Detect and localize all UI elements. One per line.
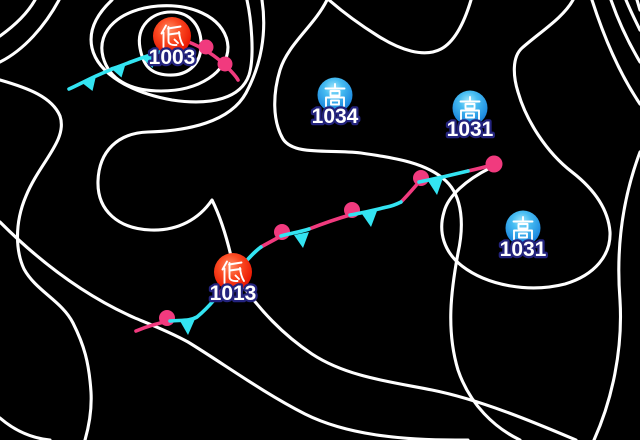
pressure-value: 1003 <box>149 46 196 69</box>
cold-front <box>67 48 168 91</box>
front-triangle-icon <box>81 76 96 91</box>
isobar <box>96 0 266 258</box>
front-semicircle-icon <box>198 39 214 55</box>
front-semicircle-icon <box>159 310 175 326</box>
front-semicircle-icon <box>485 155 503 173</box>
pressure-centers: 1003 1034 1031 1031 1013 <box>146 17 549 307</box>
isobar <box>624 0 640 32</box>
low-pressure-disc <box>214 253 252 291</box>
isobar <box>0 78 93 440</box>
stationary-front-cold-segments-line <box>417 169 470 184</box>
pressure-center-low: 1013 <box>207 253 259 307</box>
isobar <box>440 0 612 290</box>
isobar <box>609 0 640 64</box>
stationary-front-cold-segments-line <box>279 227 311 238</box>
pressure-center-low: 1003 <box>146 17 198 71</box>
stationary-front-warm-segments-line <box>307 213 352 231</box>
isobar <box>0 0 61 64</box>
front-triangle-icon <box>428 178 443 195</box>
isobar <box>273 0 522 440</box>
cold-front-line <box>67 48 168 91</box>
pressure-center-high: 1034 <box>309 77 361 130</box>
pressure-value: 1031 <box>447 118 494 141</box>
stationary-front-cold-segments-line <box>168 298 216 323</box>
front-triangle-icon <box>294 232 309 248</box>
front-triangle-icon <box>180 319 195 335</box>
isobar <box>238 280 578 440</box>
weather-fronts <box>67 39 503 335</box>
stationary-front-cold-segments <box>168 169 470 335</box>
pressure-value: 1031 <box>500 238 547 261</box>
isobar <box>0 416 52 440</box>
front-triangle-icon <box>142 53 158 68</box>
front-triangle-icon <box>110 62 126 78</box>
stationary-front-warm-segments-line <box>399 180 421 204</box>
isobar <box>590 0 640 106</box>
front-triangle-icon <box>362 211 377 227</box>
pressure-center-high: 1031 <box>497 210 549 263</box>
front-semicircle-icon <box>274 224 290 240</box>
isobar <box>592 150 640 440</box>
isobar <box>327 0 473 55</box>
pressure-value: 1013 <box>210 282 257 305</box>
pressure-value: 1034 <box>312 105 359 128</box>
front-semicircle-icon <box>217 56 233 72</box>
isobar <box>89 0 254 104</box>
warm-front <box>184 39 240 82</box>
stationary-front-cold-segments-line <box>348 200 403 217</box>
front-semicircle-icon <box>413 170 429 186</box>
low-pressure-disc <box>153 17 191 55</box>
isobar <box>0 220 470 440</box>
isobar <box>100 4 230 93</box>
isobar <box>0 0 37 38</box>
pressure-center-high: 1031 <box>444 90 496 143</box>
